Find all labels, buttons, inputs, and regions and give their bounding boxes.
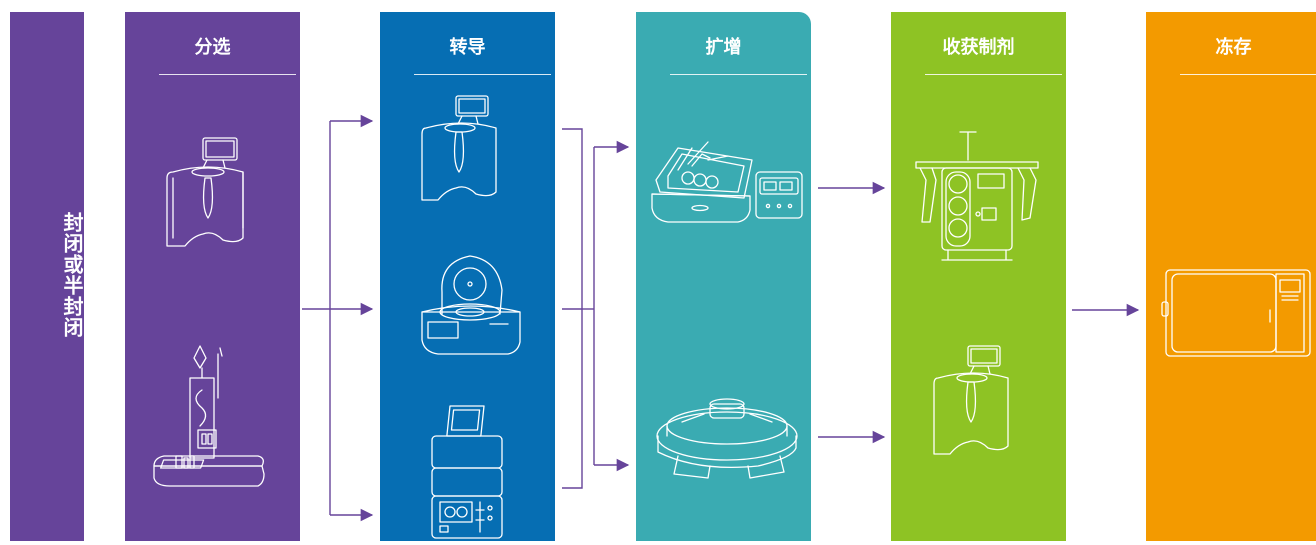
title-divider [670, 74, 807, 75]
stage-title-sorting: 分选 [194, 37, 231, 58]
stage-title-harvest: 收获制剂 [942, 37, 1015, 58]
rocking-bioreactor-icon [651, 141, 803, 223]
title-divider [159, 74, 296, 75]
stage-sorting: 分选 [125, 12, 300, 541]
cell-processor-icon [933, 345, 1009, 455]
closed-system-label-bar: 封闭或半封闭 [10, 12, 84, 541]
flow-arrows [302, 114, 1140, 522]
harvest-system-icon [915, 131, 1039, 261]
bracket-transduction-out [562, 128, 583, 489]
stage-expansion: 扩增 [636, 12, 811, 541]
stage-transduction: 转导 [380, 12, 555, 541]
stage-title-cryopreservation: 冻存 [1215, 37, 1252, 58]
cell-processor-icon [421, 95, 497, 201]
stacked-processor-icon [431, 405, 503, 539]
magnetic-separator-icon [153, 345, 265, 487]
stage-title-transduction: 转导 [449, 37, 486, 58]
centrifuge-icon [421, 255, 521, 355]
cell-processor-icon [166, 137, 244, 247]
title-divider [414, 74, 551, 75]
stage-title-expansion: 扩增 [705, 37, 742, 58]
stage-cryopreservation: 冻存 [1146, 12, 1316, 541]
closed-system-label: 封闭或半封闭 [60, 212, 84, 338]
title-divider [1180, 74, 1316, 75]
controlled-rate-freezer-icon [1161, 269, 1311, 357]
rotating-bioreactor-icon [656, 398, 798, 479]
title-divider [925, 74, 1062, 75]
stage-harvest: 收获制剂 [891, 12, 1066, 541]
